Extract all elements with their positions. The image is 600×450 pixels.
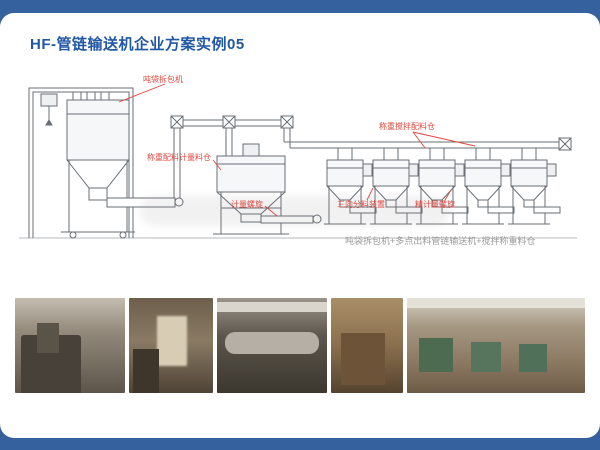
- leader-lines: [118, 83, 476, 217]
- factory-photo-3: [217, 298, 327, 393]
- corner-box-3: [280, 115, 294, 129]
- label-fine-screw: 精计量螺旋: [415, 200, 455, 209]
- top-blue-bar: [0, 0, 600, 13]
- machine-silhouette: [133, 349, 159, 393]
- engineering-diagram: 吨袋拆包机 称重配料计量料仓 计量螺旋 称重搅拌配料仓 三向分料装置 精计量螺旋…: [15, 68, 585, 286]
- factory-photo-2: [129, 298, 213, 393]
- bottom-blue-bar: [0, 438, 600, 450]
- label-three-way: 三向分料装置: [337, 200, 385, 209]
- mixer-machine: [471, 342, 501, 372]
- diagram-caption: 吨袋拆包机+多点出料管链输送机+搅拌称重料仓: [345, 236, 536, 246]
- label-bag-unpacker: 吨袋拆包机: [143, 75, 183, 84]
- watermark: [140, 196, 450, 226]
- ceiling-light-strip: [407, 298, 585, 308]
- corner-box-1: [170, 115, 184, 129]
- label-weigh-silo: 称重配料计量料仓: [147, 153, 211, 162]
- factory-photo-4: [331, 298, 403, 393]
- photo-strip: [15, 298, 585, 393]
- label-mix-silo: 称重搅拌配料仓: [379, 122, 435, 131]
- cad-drawing: [19, 83, 577, 239]
- factory-photo-5: [407, 298, 585, 393]
- factory-photo-1: [15, 298, 125, 393]
- mixer-machine: [419, 338, 453, 372]
- ceiling-light-strip: [217, 302, 327, 312]
- bag-unpacker-drawing: [28, 87, 184, 239]
- corner-box-4: [558, 137, 572, 151]
- doorway-highlight: [157, 316, 187, 366]
- corner-box-2: [222, 115, 236, 129]
- machine-silhouette: [341, 333, 385, 385]
- label-metering-screw: 计量螺旋: [231, 200, 263, 209]
- page-title: HF-管链输送机企业方案实例05: [30, 36, 245, 53]
- machine-silhouette: [37, 323, 59, 353]
- weigh-silo-drawing: [213, 143, 322, 235]
- mixing-silos-drawing: [324, 147, 561, 225]
- pipe-conveyor-drawing: [170, 115, 572, 198]
- horizontal-tank: [225, 332, 319, 354]
- mixer-machine: [519, 344, 547, 372]
- content-card: HF-管链输送机企业方案实例05: [0, 13, 600, 438]
